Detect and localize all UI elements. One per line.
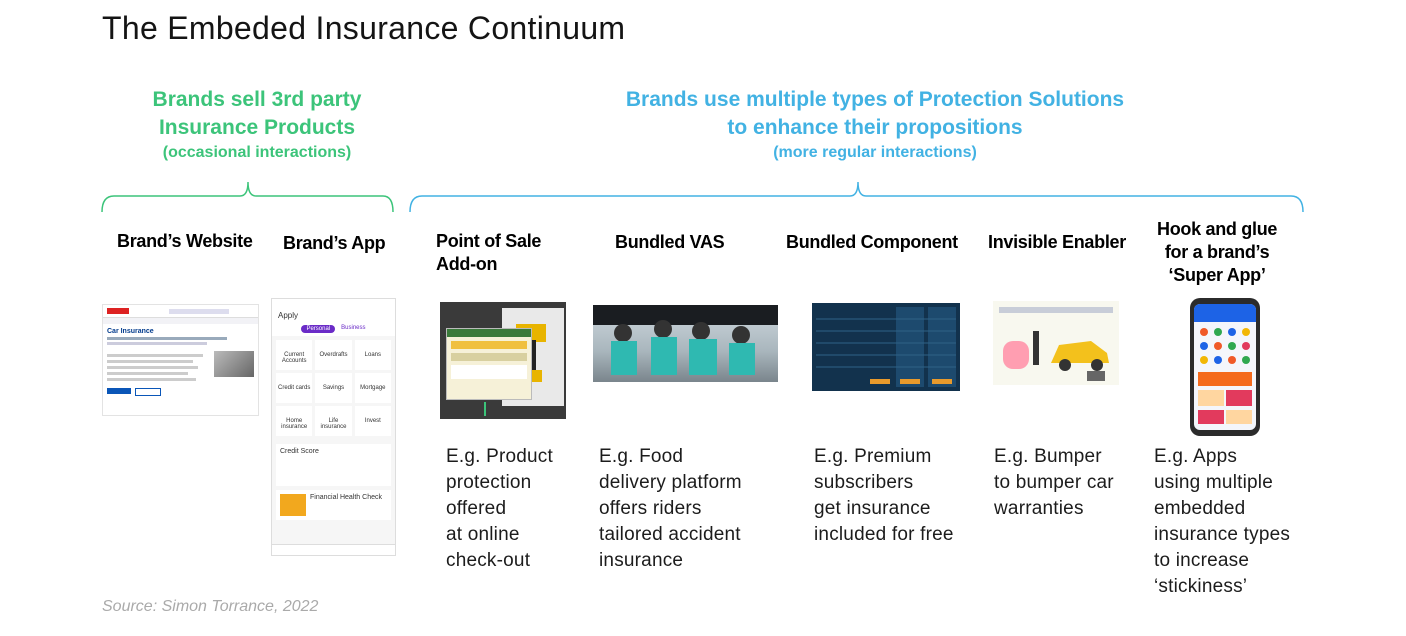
group-right-sub: (more regular interactions) xyxy=(773,144,977,161)
group-left-heading: Brands sell 3rd party Insurance Products… xyxy=(102,86,412,164)
group-right-line1: Brands use multiple types of Protection … xyxy=(625,88,1125,111)
car-warranty-illustration xyxy=(993,301,1119,385)
app-tile: Credit cards xyxy=(276,373,313,403)
app-tile: Savings xyxy=(315,373,352,403)
group-left-line1: Brands sell 3rd party xyxy=(152,88,362,111)
col-title-bundled-vas: Bundled VAS xyxy=(615,232,725,252)
group-left-sub: (occasional interactions) xyxy=(162,144,352,161)
col-title-invisible-enabler: Invisible Enabler xyxy=(988,232,1126,252)
super-app-screen xyxy=(1194,304,1256,430)
addon-popup xyxy=(446,328,532,400)
app-tile: Current Accounts xyxy=(276,340,313,370)
app-screenshot: Apply Personal Business Current Accounts… xyxy=(271,298,396,556)
app-credit-score-card: Credit Score xyxy=(276,444,391,486)
subscription-table xyxy=(816,307,956,387)
delivery-riders-photo xyxy=(593,305,778,382)
website-heading: Car Insurance xyxy=(107,328,154,335)
riders-illustration xyxy=(593,305,778,375)
group-left-line2: Insurance Products xyxy=(158,116,356,139)
col-title-bundled-component: Bundled Component xyxy=(786,232,958,252)
app-tile: Mortgage xyxy=(354,373,391,403)
left-brace xyxy=(101,181,394,213)
group-right-line2: to enhance their propositions xyxy=(727,116,1023,139)
app-header: Apply xyxy=(272,309,395,322)
tesco-logo xyxy=(107,308,129,314)
page-title: The Embeded Insurance Continuum xyxy=(102,10,626,46)
app-tab-business: Business xyxy=(341,325,366,331)
super-app-phone xyxy=(1190,298,1260,436)
subscription-table-screenshot xyxy=(812,303,960,391)
source-note: Source: Simon Torrance, 2022 xyxy=(102,598,319,615)
app-tile: Overdrafts xyxy=(315,340,352,370)
website-screenshot: Car Insurance xyxy=(102,304,259,416)
col-title-app: Brand’s App xyxy=(283,233,386,253)
point-of-sale-screenshot xyxy=(440,302,566,419)
car-illustration xyxy=(999,307,1113,381)
app-tile: Home insurance xyxy=(276,406,313,436)
app-tile: Life insurance xyxy=(315,406,352,436)
col-title-website: Brand’s Website xyxy=(117,231,253,251)
right-brace xyxy=(409,181,1304,213)
super-app-icons xyxy=(1198,328,1252,424)
app-tab-personal: Personal xyxy=(301,325,336,333)
app-health-check-card: Financial Health Check xyxy=(276,490,391,520)
app-tile: Loans xyxy=(354,340,391,370)
group-right-heading: Brands use multiple types of Protection … xyxy=(560,86,1190,164)
app-product-grid: Current Accounts Overdrafts Loans Credit… xyxy=(272,336,395,440)
app-tile: Invest xyxy=(354,406,391,436)
